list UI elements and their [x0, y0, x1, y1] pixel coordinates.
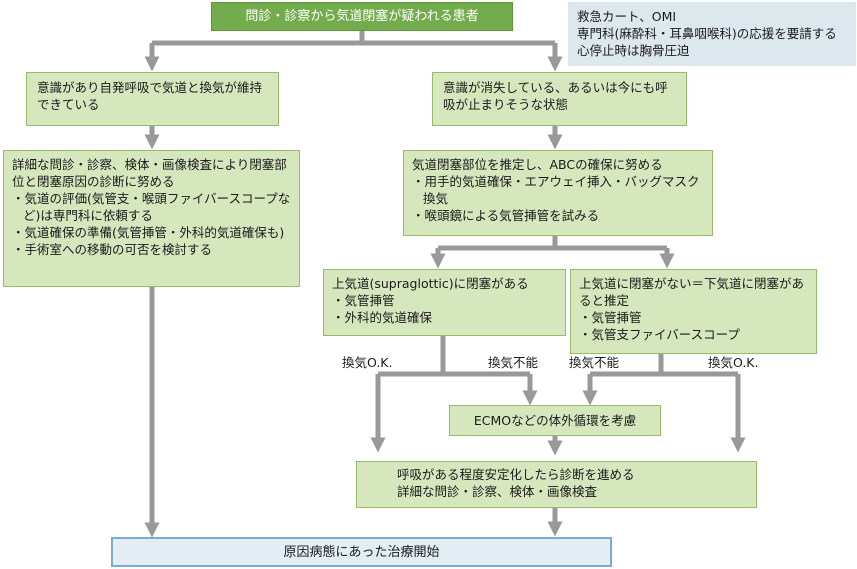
right-detail-item: 用手的気道確保・エアウェイ挿入・バッグマスク換気	[412, 173, 704, 207]
note-line-1: 救急カート、OMI	[577, 9, 677, 24]
lower-airway-item: 気管挿管	[579, 309, 808, 326]
label-ventilation-ng-left: 換気不能	[488, 355, 539, 370]
right-condition-box: 意識が消失している、あるいは今にも呼吸が止まりそうな状態	[432, 72, 687, 126]
left-detail-box: 詳細な問診・診察、検体・画像検査により閉塞部位と閉塞原因の診断に努める 気道の評…	[3, 150, 300, 287]
left-condition-box: 意識があり自発呼吸で気道と換気が維持できている	[26, 72, 279, 126]
supraglottic-item: 外科的気道確保	[332, 309, 557, 326]
right-detail-box: 気道閉塞部位を推定し、ABCの確保に努める 用手的気道確保・エアウェイ挿入・バッ…	[403, 150, 713, 236]
right-detail-item: 喉頭鏡による気管挿管を試みる	[412, 207, 704, 224]
left-detail-item: 気道確保の準備(気管挿管・外科的気道確保も)	[12, 224, 291, 241]
stabilize-line-1: 呼吸がある程度安定化したら診断を進める	[397, 467, 635, 482]
note-box: 救急カート、OMI 専門科(麻酔科・耳鼻咽喉科)の応援を要請する 心停止時は胸骨…	[568, 2, 856, 66]
stabilize-line-2: 詳細な問診・診察、検体・画像検査	[397, 484, 598, 499]
left-detail-item: 気道の評価(気管支・喉頭ファイバースコープなど)は専門科に依頼する	[12, 190, 291, 224]
supraglottic-title: 上気道(supraglottic)に閉塞がある	[332, 276, 529, 291]
lower-airway-title: 上気道に閉塞がない＝下気道に閉塞があると推定	[579, 276, 805, 308]
stabilize-box: 呼吸がある程度安定化したら診断を進める 詳細な問診・診察、検体・画像検査	[356, 461, 757, 508]
start-box: 問診・診察から気道閉塞が疑われる患者	[211, 2, 513, 31]
lower-airway-box: 上気道に閉塞がない＝下気道に閉塞があると推定 気管挿管 気管支ファイバースコープ	[570, 269, 817, 354]
label-ventilation-ok-left: 換気O.K.	[342, 355, 393, 370]
right-condition-text: 意識が消失している、あるいは今にも呼吸が止まりそうな状態	[443, 80, 668, 112]
note-line-3: 心停止時は胸骨圧迫	[577, 43, 690, 58]
ecmo-box: ECMOなどの体外循環を考慮	[449, 405, 661, 436]
supraglottic-item: 気管挿管	[332, 292, 557, 309]
arrow-supra-outcomes	[378, 336, 530, 377]
arrow-lower-outcomes	[590, 354, 738, 377]
left-detail-item: 手術室への移動の可否を検討する	[12, 241, 291, 258]
label-ventilation-ok-right: 換気O.K.	[708, 355, 759, 370]
left-detail-title: 詳細な問診・診察、検体・画像検査により閉塞部位と閉塞原因の診断に努める	[12, 157, 287, 189]
arrow-detail-split	[438, 236, 667, 251]
right-detail-title: 気道閉塞部位を推定し、ABCの確保に努める	[412, 157, 663, 172]
left-condition-text: 意識があり自発呼吸で気道と換気が維持できている	[37, 80, 263, 112]
supraglottic-box: 上気道(supraglottic)に閉塞がある 気管挿管 外科的気道確保	[323, 269, 566, 336]
lower-airway-item: 気管支ファイバースコープ	[579, 326, 808, 343]
label-ventilation-ng-right: 換気不能	[569, 355, 620, 370]
arrow-top-split	[149, 30, 558, 62]
note-line-2: 専門科(麻酔科・耳鼻咽喉科)の応援を要請する	[577, 26, 837, 41]
ecmo-text: ECMOなどの体外循環を考慮	[473, 413, 637, 428]
final-treatment-box: 原因病態にあった治療開始	[111, 537, 612, 567]
